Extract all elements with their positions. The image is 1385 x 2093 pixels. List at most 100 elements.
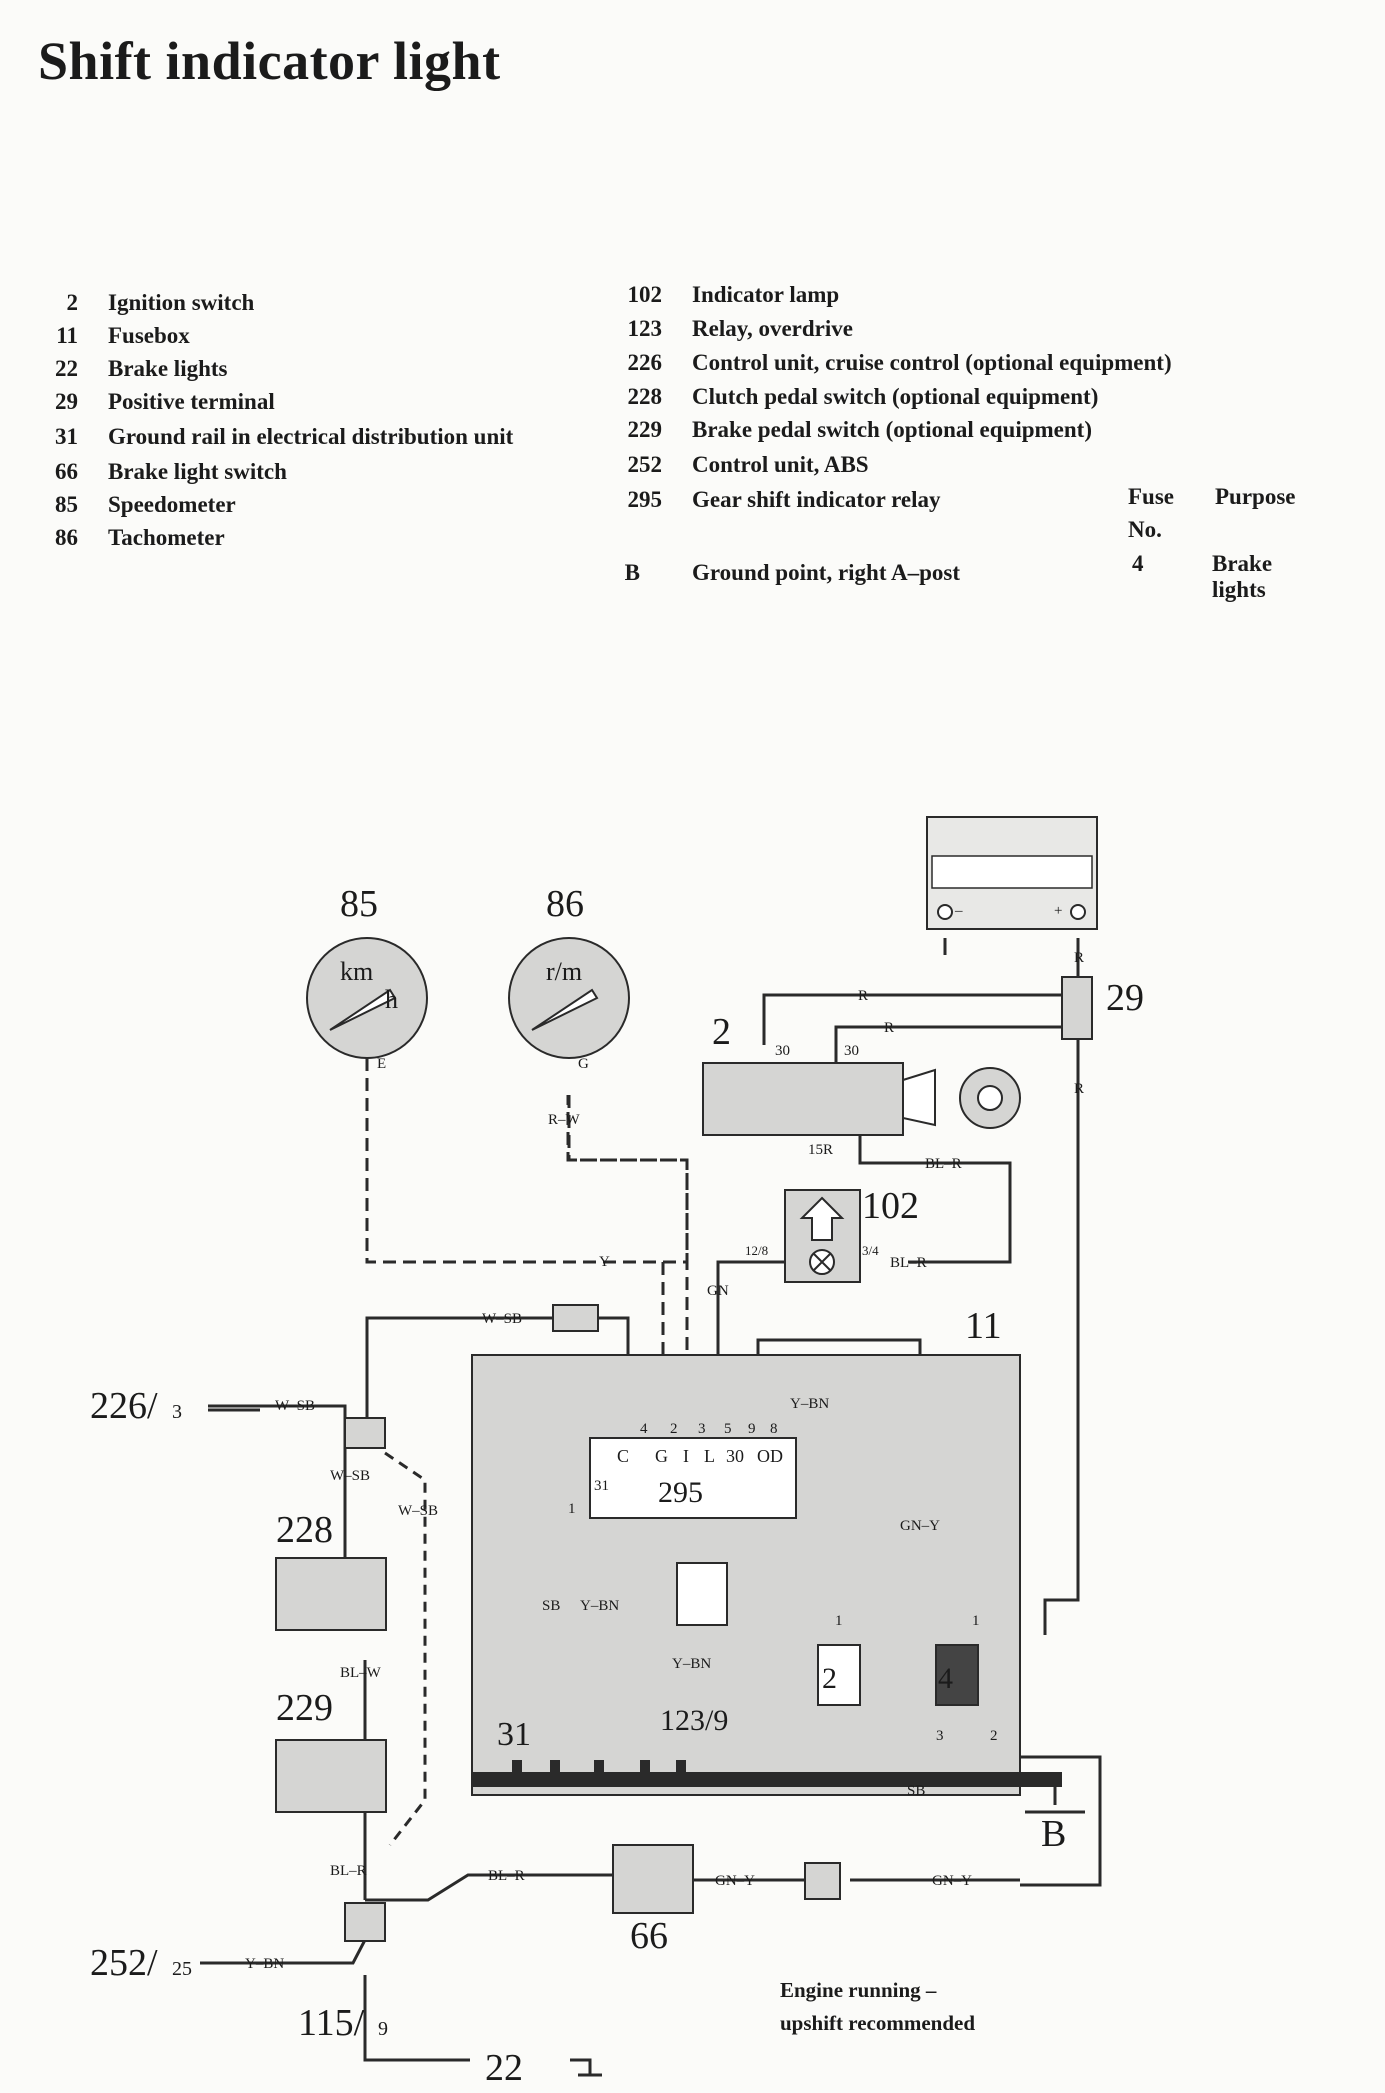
legend-number: 123 [627, 316, 663, 341]
pin-relay-2: 2 [990, 1728, 998, 1744]
wire-labels: R R R R R–W Y GN BL–R BL–R BL–R BL–R W–S… [245, 950, 1084, 1972]
speedometer-85 [306, 937, 428, 1059]
ref-86: 86 [546, 883, 584, 925]
ref-226-pin: 3 [172, 1401, 182, 1423]
fuse-no-header: No. [1128, 517, 1162, 542]
legend-number: 226 [627, 350, 663, 375]
pin-31: 31 [594, 1478, 609, 1494]
wire-label-bl-r: BL–R [330, 1863, 367, 1879]
legend-number: 229 [627, 417, 663, 442]
ref-295: 295 [658, 1476, 703, 1509]
brake-pedal-switch-229 [275, 1739, 387, 1813]
legend-number: 66 [55, 459, 78, 484]
legend-item: 22 Brake lights [0, 356, 600, 386]
wire-rw-dashed [567, 1095, 689, 1366]
caption: Engine running – upshift recommended [780, 1978, 975, 2035]
wire-y-dashed [365, 1058, 689, 1264]
brake-light-switch-66 [612, 1844, 694, 1914]
legend-number: 2 [66, 290, 79, 315]
wire-label-w-sb: W–SB [275, 1398, 315, 1414]
pin-l: L [704, 1446, 715, 1466]
caption-line-2: upshift recommended [780, 2011, 975, 2035]
legend-text: Brake pedal switch (optional equipment) [692, 417, 1092, 442]
battery-minus-label: – [954, 903, 963, 919]
wire-label-r: R [1074, 1081, 1084, 1097]
ignition-key-slot [902, 1068, 936, 1127]
ref-252: 252/ [90, 1942, 158, 1984]
ground-rail-pins [512, 1760, 686, 1774]
pin-9: 9 [748, 1421, 756, 1437]
connector [804, 1862, 841, 1900]
wire-r-ignition-2 [834, 1025, 1062, 1070]
speedometer-pin-e: E [377, 1056, 386, 1072]
pin-2: 2 [670, 1421, 678, 1437]
pin-c: C [617, 1446, 629, 1466]
legend-item: B Ground point, right A–post [0, 560, 1300, 590]
wire-label-r: R [1074, 950, 1084, 966]
pin-30b: 30 [844, 1043, 859, 1059]
wire-label-gn-y: GN–Y [900, 1518, 940, 1534]
pin-15r: 15R [808, 1142, 833, 1158]
legend-item: 226 Control unit, cruise control (option… [0, 350, 1300, 380]
legend-number: 228 [627, 384, 663, 409]
tachometer-needle-icon [531, 988, 599, 1031]
pin-1b: 1 [835, 1613, 843, 1629]
pin-od: OD [757, 1446, 783, 1466]
wire-label-bl-r: BL–R [488, 1868, 525, 1884]
legend-item: 2 Ignition switch [0, 290, 600, 320]
pin-4: 4 [640, 1421, 648, 1437]
relay-4 [935, 1644, 979, 1706]
relay-295 [589, 1437, 797, 1519]
relay-123 [676, 1562, 728, 1626]
reference-labels: 85 86 2 29 102 11 226/ 3 228 229 31 295 … [90, 883, 1144, 2089]
ref-relay-2: 2 [822, 1662, 837, 1695]
wire-label-sb: SB [907, 1783, 925, 1799]
fusebox-11 [471, 1354, 1021, 1796]
ref-31: 31 [497, 1716, 531, 1753]
ref-226: 226/ [90, 1385, 158, 1427]
wire-label-gn: GN [707, 1283, 729, 1299]
purpose-header: Purpose [1215, 484, 1296, 509]
ref-2: 2 [712, 1011, 731, 1053]
wire-label-bl-w: BL–W [340, 1665, 382, 1681]
wire-label-y-bn: Y–BN [580, 1598, 619, 1614]
legend-item: 123 Relay, overdrive [0, 316, 1300, 346]
pin-1a: 1 [568, 1501, 576, 1517]
ref-66: 66 [630, 1915, 668, 1957]
ignition-switch-2 [702, 1062, 904, 1136]
wire-label-r-w: R–W [548, 1112, 581, 1128]
legend-text: Ignition switch [108, 290, 255, 315]
pin-30c: 30 [726, 1446, 744, 1466]
connector-29 [1061, 976, 1093, 1040]
legend-number: B [624, 560, 640, 585]
legend-number: 295 [627, 487, 663, 512]
gauge-labels: km h r/m E G [340, 957, 589, 1072]
relay-2 [817, 1644, 861, 1706]
pin-8: 8 [770, 1421, 778, 1437]
wire-label-bl-r: BL–R [925, 1156, 962, 1172]
legend-text: Control unit, ABS [692, 452, 869, 477]
battery-window [931, 855, 1093, 889]
legend-number: 86 [55, 525, 78, 550]
legend-number: 252 [627, 452, 663, 477]
page-title: Shift indicator light [38, 31, 501, 91]
legend-text: Relay, overdrive [692, 316, 853, 341]
battery-minus-terminal [937, 904, 953, 920]
wire-label-y-bn: Y–BN [790, 1396, 829, 1412]
ref-229: 229 [276, 1687, 333, 1729]
wire-label-y: Y [599, 1254, 610, 1270]
ref-22: 22 [485, 2047, 523, 2089]
ref-85: 85 [340, 883, 378, 925]
legend-number: 85 [55, 492, 78, 517]
pin-12-8: 12/8 [745, 1243, 768, 1258]
legend-text: Speedometer [108, 492, 236, 517]
tachometer-pin-g: G [578, 1056, 589, 1072]
speedometer-needle-icon [329, 988, 397, 1031]
legend-number: 102 [627, 282, 663, 307]
pin-3: 3 [698, 1421, 706, 1437]
wire-bottom [200, 1920, 602, 2077]
legend-item: 31 Ground rail in electrical distributio… [0, 424, 600, 454]
wire-positive [1043, 938, 1080, 1635]
ref-b: B [1041, 1813, 1066, 1855]
